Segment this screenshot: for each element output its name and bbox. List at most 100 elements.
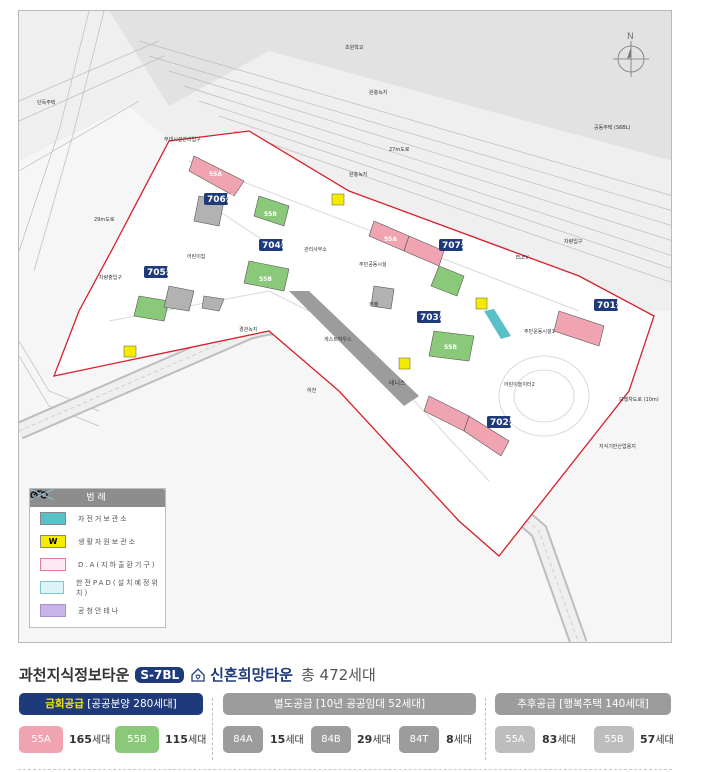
map-label-road-27m: 27m도로 xyxy=(389,147,410,153)
count-value: 15 xyxy=(270,733,286,746)
count-value: 8 xyxy=(446,733,454,746)
legend-title: 범례 xyxy=(30,489,165,507)
unit-count-84b: 29세대 xyxy=(357,726,391,753)
group-label: 추후공급 xyxy=(517,698,556,710)
count-unit: 세대 xyxy=(557,735,576,746)
unit-chip-84t: 84T xyxy=(399,726,439,753)
group-separate-supply: 별도공급 [10년 공공임대 52세대] xyxy=(223,693,476,715)
group-sub: [행복주택 140세대] xyxy=(559,698,649,710)
brand-name: 신혼희망타운 xyxy=(210,666,293,684)
antenna-swatch-icon xyxy=(40,604,66,617)
unit-count-84t: 8세대 xyxy=(446,726,472,753)
count-value: 57 xyxy=(640,733,656,746)
unit-label: 55B xyxy=(444,344,457,351)
divider xyxy=(485,698,486,760)
complex-title: 과천지식정보타운 S-7BL 신혼희망타운 총 472세대 xyxy=(19,664,376,685)
dong-705: 705동 xyxy=(147,267,174,278)
legend-panel: 범례 자전거보관소 W 생활자원보관소 D.A(지하출환기구) 한전PAD(설치… xyxy=(29,488,166,628)
dong-704: 704동 xyxy=(262,240,289,251)
unit-label: 55A xyxy=(384,236,397,243)
dong-707: 707동 xyxy=(442,240,469,251)
map-label-danji: 단독주택 xyxy=(37,99,56,106)
legend-item-da: D.A(지하출환기구) xyxy=(30,489,165,576)
site-plan-drawing: 초원학교 완충녹지 27m도로 공동주택 (S6BL) 단독주택 29m도로 완… xyxy=(19,11,671,642)
dong-706: 706동 xyxy=(207,194,234,205)
map-label-play2: 어린이놀이터2 xyxy=(504,381,535,388)
dong-703: 703동 xyxy=(420,312,447,323)
north-compass-icon: N xyxy=(613,32,649,77)
map-label-tennis: 테니스 xyxy=(389,379,406,387)
dong-badges: 701동 702동 703동 704동 705동 706동 707동 xyxy=(144,193,624,428)
total-units: 총 472세대 xyxy=(300,666,376,684)
legend-text: 생활자원보관소 xyxy=(78,537,138,546)
footer-divider xyxy=(18,769,672,770)
count-value: 29 xyxy=(357,733,373,746)
cross-box-cyan-icon xyxy=(30,489,65,594)
map-label-management: 관리사무소 xyxy=(304,246,327,253)
w-marker-icon: W xyxy=(40,535,66,548)
group-sub: [공공분양 280세대] xyxy=(87,698,177,710)
group-label: 별도공급 xyxy=(273,698,313,710)
group-current-supply: 금회공급 [공공분양 280세대] xyxy=(19,693,203,715)
count-value: 115 xyxy=(165,733,188,746)
count-value: 83 xyxy=(542,733,558,746)
map-label-school: 초원학교 xyxy=(345,44,364,51)
group-label: 금회공급 xyxy=(45,698,84,710)
unit-count-55a: 165세대 xyxy=(69,726,110,753)
count-unit: 세대 xyxy=(285,735,304,746)
unit-chip-55a: 55A xyxy=(19,726,63,753)
legend-item-antenna: 공청안테나 xyxy=(30,599,165,622)
unit-count-55b: 115세대 xyxy=(165,726,206,753)
unit-chip-55b-future: 55B xyxy=(594,726,634,753)
map-label-s6bl: 공동주택 (S6BL) xyxy=(594,124,631,131)
unit-label: 55A xyxy=(209,171,222,178)
cross-box-pink-icon xyxy=(30,489,66,571)
count-unit: 세대 xyxy=(655,735,674,746)
map-label-green-mid: 완충녹지 xyxy=(349,171,367,178)
legend-item-bike: 자전거보관소 xyxy=(30,490,165,530)
map-label-wellness1: 주민운동시설1 xyxy=(524,328,555,335)
group-future-supply: 추후공급 [행복주택 140세대] xyxy=(495,693,671,715)
count-unit: 세대 xyxy=(453,735,473,746)
map-label-community: 주민공동시설 xyxy=(359,261,387,268)
map-label-gate-east: 차량입구 xyxy=(564,238,583,245)
unit-chip-84a: 84A xyxy=(223,726,263,753)
map-label-cafe: 카페 xyxy=(369,301,379,308)
map-label-guest: 게스트하우스 xyxy=(324,336,352,343)
bicycle-icon xyxy=(30,490,66,525)
count-unit: 세대 xyxy=(372,735,391,746)
map-label-gate-exit: 차량출입구 xyxy=(99,274,122,281)
legend-item-pad: 한전PAD(설치예정위치) xyxy=(30,489,165,599)
house-heart-icon xyxy=(191,667,205,682)
legend-text: D.A(지하출환기구) xyxy=(78,560,157,569)
legend-text: 공청안테나 xyxy=(78,606,121,615)
count-unit: 세대 xyxy=(187,735,207,746)
complex-name: 과천지식정보타운 xyxy=(19,666,130,684)
map-label-green-top: 완충녹지 xyxy=(369,89,387,96)
site-plan-map: 초원학교 완충녹지 27m도로 공동주택 (S6BL) 단독주택 29m도로 완… xyxy=(18,10,672,643)
unit-label: 55B xyxy=(264,211,277,218)
north-label: N xyxy=(627,32,634,42)
legend-item-w: W 생활자원보관소 xyxy=(30,530,165,553)
dong-701: 701동 xyxy=(597,300,624,311)
unit-count-55a-future: 83세대 xyxy=(542,726,576,753)
map-label-industry: 지식기반산업용지 xyxy=(599,443,636,450)
divider xyxy=(212,698,213,760)
map-label-elev: ELEV xyxy=(516,255,529,261)
map-label-road-29m: 29m도로 xyxy=(94,217,115,223)
legend-text: 자전거보관소 xyxy=(78,514,129,523)
unit-count-84a: 15세대 xyxy=(270,726,304,753)
unit-count-55b-future: 57세대 xyxy=(640,726,674,753)
map-label-green-bottom: 경관녹지 xyxy=(239,326,257,333)
count-value: 165 xyxy=(69,733,92,746)
complex-code-badge: S-7BL xyxy=(135,666,185,683)
count-unit: 세대 xyxy=(91,735,111,746)
group-sub: [10년 공공임대 52세대] xyxy=(315,698,426,710)
map-label-road-10m: 보행자도로 (10m) xyxy=(619,396,659,403)
map-label-child: 어린이집 xyxy=(187,253,205,260)
map-label-walk: 하천 xyxy=(307,387,317,394)
unit-chip-84b: 84B xyxy=(311,726,351,753)
unit-chip-55b: 55B xyxy=(115,726,159,753)
unit-label: 55B xyxy=(259,276,272,283)
map-label-gate-west: 부대시설관리입구 xyxy=(164,136,201,143)
